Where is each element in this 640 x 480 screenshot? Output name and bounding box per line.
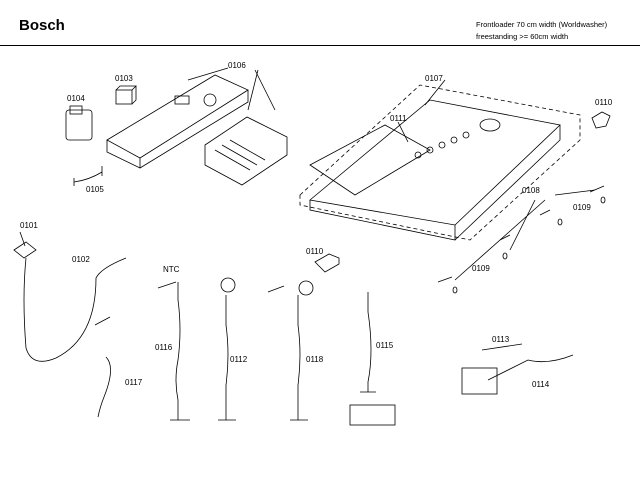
description-line-2: freestanding >= 60cm width — [476, 32, 569, 41]
part-label-ntc: NTC — [163, 265, 180, 274]
part-label-0101: 0101 — [20, 221, 38, 230]
part-0107-drawing — [299, 79, 581, 241]
part-label-0102: 0102 — [72, 255, 90, 264]
part-label-0116: 0116 — [155, 343, 173, 352]
part-label-0109-a: 0109 — [573, 203, 591, 212]
part-label-0106: 0106 — [228, 61, 246, 70]
part-label-0108: 0108 — [522, 186, 540, 195]
part-label-0109-b: 0109 — [472, 264, 490, 273]
part-label-0107: 0107 — [425, 74, 443, 83]
part-0101-drawing — [13, 231, 127, 362]
description-line-1: Frontloader 70 cm width (Worldwasher) — [476, 20, 608, 29]
part-label-0117: 0117 — [125, 378, 143, 387]
part-label-0112: 0112 — [230, 355, 248, 364]
harness-drawings — [94, 277, 574, 426]
part-label-0114: 0114 — [532, 380, 550, 389]
part-0105-drawing — [73, 166, 103, 186]
part-0108-0109-drawing — [437, 185, 606, 294]
part-label-0104: 0104 — [67, 94, 85, 103]
part-0110-drawing — [314, 111, 611, 273]
part-label-0118: 0118 — [306, 355, 324, 364]
part-0106-drawing — [106, 67, 288, 186]
part-label-0111: 0111 — [390, 114, 407, 123]
part-0104-drawing — [65, 105, 93, 141]
part-label-0110-b: 0110 — [306, 247, 324, 256]
part-label-0110-a: 0110 — [595, 98, 613, 107]
part-label-0115: 0115 — [376, 341, 394, 350]
part-label-0105: 0105 — [86, 185, 104, 194]
brand-logo-text: Bosch — [19, 17, 65, 34]
part-label-0103: 0103 — [115, 74, 133, 83]
part-label-0113: 0113 — [492, 335, 510, 344]
model-description: Frontloader 70 cm width (Worldwasher) fr… — [476, 19, 607, 43]
part-0103-drawing — [115, 85, 137, 105]
header-divider — [0, 45, 640, 46]
